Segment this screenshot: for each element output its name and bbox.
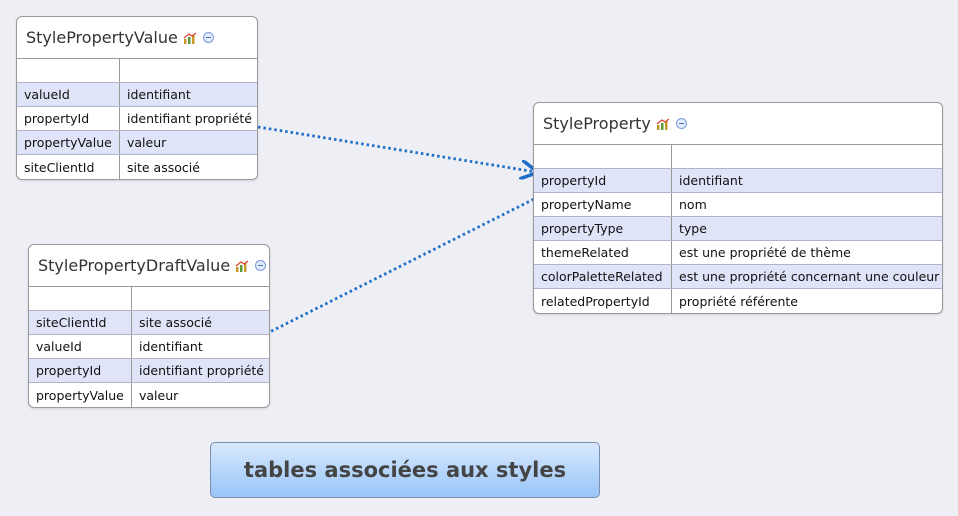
table-row[interactable]: propertyValue valeur bbox=[29, 383, 269, 407]
field-description: site associé bbox=[139, 315, 212, 330]
table-style-property-value[interactable]: StylePropertyValue valueId identifiant p… bbox=[16, 16, 258, 180]
field-name: valueId bbox=[17, 83, 120, 106]
field-name: siteClientId bbox=[29, 311, 132, 334]
collapse-icon[interactable] bbox=[202, 32, 214, 43]
table-row[interactable]: colorPaletteRelated est une propriété co… bbox=[534, 265, 942, 289]
field-name: propertyId bbox=[17, 107, 120, 130]
field-description: identifiant bbox=[679, 173, 743, 188]
field-description: identifiant bbox=[139, 339, 203, 354]
field-name: propertyValue bbox=[17, 131, 120, 154]
table-title-text: StylePropertyDraftValue bbox=[38, 256, 231, 275]
field-name: propertyName bbox=[534, 193, 672, 216]
table-row[interactable]: siteClientId site associé bbox=[29, 311, 269, 335]
field-name: themeRelated bbox=[534, 241, 672, 264]
table-row[interactable]: relatedPropertyId propriété référente bbox=[534, 289, 942, 313]
chart-icon[interactable] bbox=[235, 260, 249, 273]
field-description: identifiant propriété bbox=[127, 111, 252, 126]
table-title: StyleProperty bbox=[534, 103, 942, 145]
field-description: nom bbox=[679, 197, 707, 212]
field-name: relatedPropertyId bbox=[534, 289, 672, 313]
table-row[interactable]: propertyId identifiant propriété bbox=[17, 107, 257, 131]
table-style-property-draft-value[interactable]: StylePropertyDraftValue siteClientId sit… bbox=[28, 244, 270, 408]
field-description: est une propriété de thème bbox=[679, 245, 851, 260]
table-row[interactable]: valueId identifiant bbox=[29, 335, 269, 359]
field-description: type bbox=[679, 221, 707, 236]
field-name: colorPaletteRelated bbox=[534, 265, 672, 288]
table-row[interactable]: propertyId identifiant bbox=[534, 169, 942, 193]
collapse-icon[interactable] bbox=[255, 260, 267, 271]
table-row[interactable]: propertyId identifiant propriété bbox=[29, 359, 269, 383]
diagram-caption[interactable]: tables associées aux styles bbox=[210, 442, 600, 498]
table-grid: propertyId identifiant propertyName nom … bbox=[534, 145, 942, 313]
table-grid: valueId identifiant propertyId identifia… bbox=[17, 59, 257, 179]
link-spdv-to-sp bbox=[221, 190, 552, 358]
field-name: siteClientId bbox=[17, 155, 120, 179]
field-description: identifiant propriété bbox=[139, 363, 264, 378]
table-title-text: StylePropertyValue bbox=[26, 28, 178, 47]
table-header-row bbox=[17, 59, 257, 83]
table-row[interactable]: propertyName nom bbox=[534, 193, 942, 217]
table-grid: siteClientId site associé valueId identi… bbox=[29, 287, 269, 407]
field-name: propertyId bbox=[534, 169, 672, 192]
field-name: propertyValue bbox=[29, 383, 132, 407]
table-row[interactable]: siteClientId site associé bbox=[17, 155, 257, 179]
field-name: propertyType bbox=[534, 217, 672, 240]
diagram-caption-text: tables associées aux styles bbox=[243, 458, 567, 482]
field-description: valeur bbox=[139, 387, 179, 403]
chart-icon[interactable] bbox=[656, 118, 670, 131]
collapse-icon[interactable] bbox=[675, 118, 687, 129]
table-style-property[interactable]: StyleProperty propertyId identifiant pro… bbox=[533, 102, 943, 314]
table-row[interactable]: propertyType type bbox=[534, 217, 942, 241]
field-name: valueId bbox=[29, 335, 132, 358]
field-description: identifiant bbox=[127, 87, 191, 102]
table-row[interactable]: themeRelated est une propriété de thème bbox=[534, 241, 942, 265]
field-description: est une propriété concernant une couleur bbox=[679, 269, 940, 284]
field-name: propertyId bbox=[29, 359, 132, 382]
table-header-row bbox=[29, 287, 269, 311]
field-description: propriété référente bbox=[679, 293, 798, 309]
table-header-row bbox=[534, 145, 942, 169]
field-description: valeur bbox=[127, 135, 167, 150]
link-spv-to-sp bbox=[257, 125, 536, 172]
table-title: StylePropertyDraftValue bbox=[29, 245, 269, 287]
field-description: site associé bbox=[127, 159, 200, 175]
table-title-text: StyleProperty bbox=[543, 114, 651, 133]
table-row[interactable]: propertyValue valeur bbox=[17, 131, 257, 155]
table-row[interactable]: valueId identifiant bbox=[17, 83, 257, 107]
chart-icon[interactable] bbox=[183, 32, 197, 45]
table-title: StylePropertyValue bbox=[17, 17, 257, 59]
